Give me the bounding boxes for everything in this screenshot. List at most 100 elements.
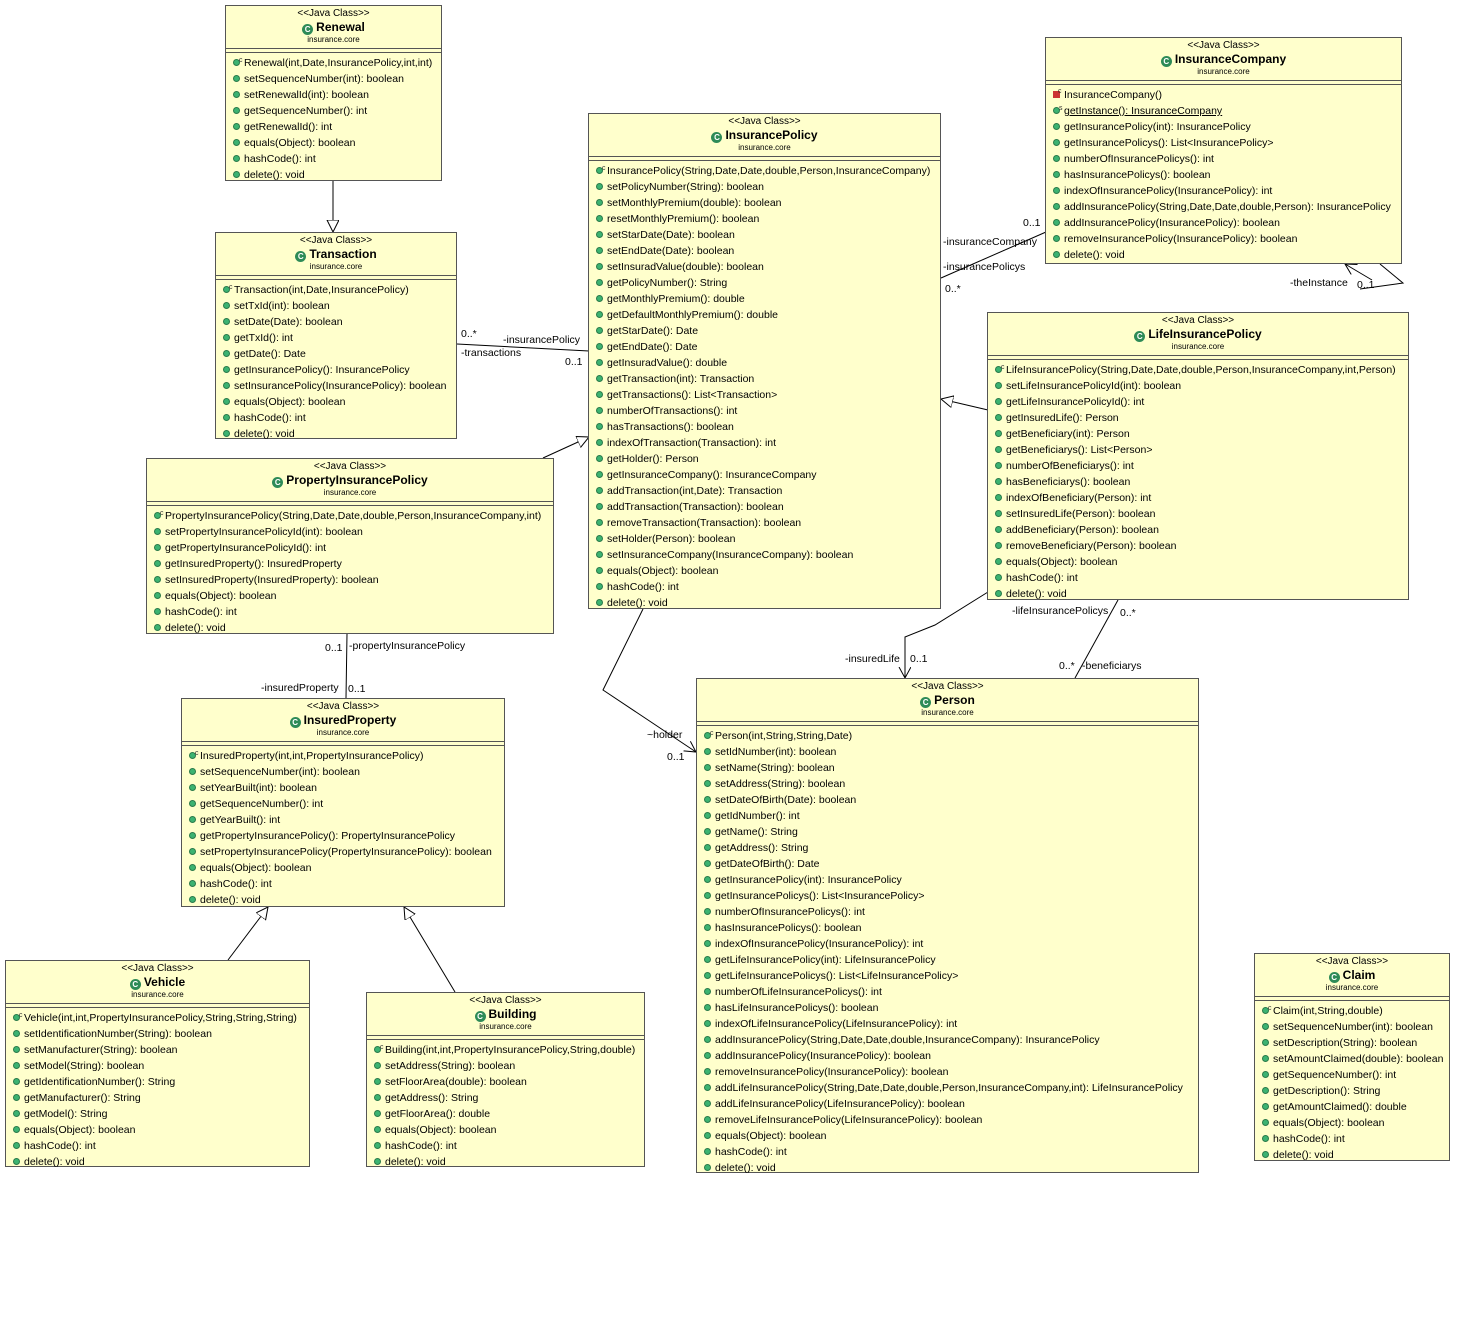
operation-row[interactable]: setRenewalId(int): boolean (226, 87, 441, 103)
operation-row[interactable]: equals(Object): boolean (216, 394, 456, 410)
operation-row[interactable]: numberOfLifeInsurancePolicys(): int (697, 984, 1198, 1000)
operation-row[interactable]: setAddress(String): boolean (697, 776, 1198, 792)
operation-row[interactable]: setStarDate(Date): boolean (589, 227, 940, 243)
operation-row[interactable]: getBeneficiary(int): Person (988, 426, 1408, 442)
operation-row[interactable]: getInsurancePolicys(): List<InsurancePol… (1046, 135, 1401, 151)
operation-row[interactable]: hashCode(): int (367, 1138, 644, 1154)
operation-row[interactable]: delete(): void (147, 620, 553, 636)
operation-row[interactable]: removeBeneficiary(Person): boolean (988, 538, 1408, 554)
operation-row[interactable]: Vehicle(int,int,PropertyInsurancePolicy,… (6, 1008, 309, 1026)
operation-row[interactable]: numberOfBeneficiarys(): int (988, 458, 1408, 474)
operation-row[interactable]: getDescription(): String (1255, 1083, 1449, 1099)
operation-row[interactable]: removeTransaction(Transaction): boolean (589, 515, 940, 531)
operation-row[interactable]: InsuredProperty(int,int,PropertyInsuranc… (182, 746, 504, 764)
operation-row[interactable]: addInsurancePolicy(String,Date,Date,doub… (697, 1032, 1198, 1048)
operation-row[interactable]: getInsuredLife(): Person (988, 410, 1408, 426)
class-vehicle[interactable]: <<Java Class>>CVehicleinsurance.coreVehi… (5, 960, 310, 1168)
operation-row[interactable]: numberOfInsurancePolicys(): int (1046, 151, 1401, 167)
operation-row[interactable]: setMonthlyPremium(double): boolean (589, 195, 940, 211)
operation-row[interactable]: getBeneficiarys(): List<Person> (988, 442, 1408, 458)
operation-row[interactable]: setDateOfBirth(Date): boolean (697, 792, 1198, 808)
operation-row[interactable]: Renewal(int,Date,InsurancePolicy,int,int… (226, 53, 441, 71)
operation-row[interactable]: removeLifeInsurancePolicy(LifeInsuranceP… (697, 1112, 1198, 1128)
operation-row[interactable]: getStarDate(): Date (589, 323, 940, 339)
operation-row[interactable]: getDefaultMonthlyPremium(): double (589, 307, 940, 323)
operation-row[interactable]: getTxId(): int (216, 330, 456, 346)
operation-row[interactable]: getRenewalId(): int (226, 119, 441, 135)
operation-row[interactable]: InsuranceCompany() (1046, 84, 1401, 103)
operation-row[interactable]: equals(Object): boolean (697, 1128, 1198, 1144)
operation-row[interactable]: equals(Object): boolean (367, 1122, 644, 1138)
operation-row[interactable]: getInsurancePolicy(int): InsurancePolicy (1046, 119, 1401, 135)
operation-row[interactable]: setSequenceNumber(int): boolean (226, 71, 441, 87)
operation-row[interactable]: numberOfTransactions(): int (589, 403, 940, 419)
operation-row[interactable]: getHolder(): Person (589, 451, 940, 467)
operation-row[interactable]: getSequenceNumber(): int (226, 103, 441, 119)
operation-row[interactable]: delete(): void (226, 167, 441, 183)
operation-row[interactable]: getModel(): String (6, 1106, 309, 1122)
operation-row[interactable]: getAddress(): String (697, 840, 1198, 856)
operation-row[interactable]: PropertyInsurancePolicy(String,Date,Date… (147, 506, 553, 524)
operation-row[interactable]: getIdNumber(): int (697, 808, 1198, 824)
class-renewal[interactable]: <<Java Class>>CRenewalinsurance.coreRene… (225, 5, 442, 181)
operation-row[interactable]: setInsuranceCompany(InsuranceCompany): b… (589, 547, 940, 563)
operation-row[interactable]: addInsurancePolicy(InsurancePolicy): boo… (697, 1048, 1198, 1064)
operation-row[interactable]: getInsurancePolicy(int): InsurancePolicy (697, 872, 1198, 888)
operation-row[interactable]: equals(Object): boolean (6, 1122, 309, 1138)
operation-row[interactable]: getAmountClaimed(): double (1255, 1099, 1449, 1115)
operation-row[interactable]: setAddress(String): boolean (367, 1058, 644, 1074)
operation-row[interactable]: getAddress(): String (367, 1090, 644, 1106)
operation-row[interactable]: setSequenceNumber(int): boolean (1255, 1019, 1449, 1035)
operation-row[interactable]: removeInsurancePolicy(InsurancePolicy): … (1046, 231, 1401, 247)
operation-row[interactable]: getInsuradValue(): double (589, 355, 940, 371)
operation-row[interactable]: getInsurancePolicys(): List<InsurancePol… (697, 888, 1198, 904)
operation-row[interactable]: setInsuradValue(double): boolean (589, 259, 940, 275)
operation-row[interactable]: equals(Object): boolean (988, 554, 1408, 570)
operation-row[interactable]: getInsuranceCompany(): InsuranceCompany (589, 467, 940, 483)
operation-row[interactable]: setInsuredProperty(InsuredProperty): boo… (147, 572, 553, 588)
operation-row[interactable]: setName(String): boolean (697, 760, 1198, 776)
operation-row[interactable]: getInsurancePolicy(): InsurancePolicy (216, 362, 456, 378)
operation-row[interactable]: addTransaction(int,Date): Transaction (589, 483, 940, 499)
operation-row[interactable]: equals(Object): boolean (1255, 1115, 1449, 1131)
operation-row[interactable]: getLifeInsurancePolicyId(): int (988, 394, 1408, 410)
operation-row[interactable]: addBeneficiary(Person): boolean (988, 522, 1408, 538)
operation-row[interactable]: Claim(int,String,double) (1255, 1001, 1449, 1019)
operation-row[interactable]: getDateOfBirth(): Date (697, 856, 1198, 872)
operation-row[interactable]: setManufacturer(String): boolean (6, 1042, 309, 1058)
operation-row[interactable]: addLifeInsurancePolicy(LifeInsurancePoli… (697, 1096, 1198, 1112)
operation-row[interactable]: hashCode(): int (147, 604, 553, 620)
operation-row[interactable]: setAmountClaimed(double): boolean (1255, 1051, 1449, 1067)
operation-row[interactable]: equals(Object): boolean (226, 135, 441, 151)
operation-row[interactable]: getLifeInsurancePolicys(): List<LifeInsu… (697, 968, 1198, 984)
operation-row[interactable]: setPropertyInsurancePolicyId(int): boole… (147, 524, 553, 540)
operation-row[interactable]: setSequenceNumber(int): boolean (182, 764, 504, 780)
operation-row[interactable]: getSequenceNumber(): int (1255, 1067, 1449, 1083)
operation-row[interactable]: hashCode(): int (988, 570, 1408, 586)
operation-row[interactable]: setLifeInsurancePolicyId(int): boolean (988, 378, 1408, 394)
operation-row[interactable]: getDate(): Date (216, 346, 456, 362)
operation-row[interactable]: setIdentificationNumber(String): boolean (6, 1026, 309, 1042)
operation-row[interactable]: delete(): void (216, 426, 456, 442)
operation-row[interactable]: getSequenceNumber(): int (182, 796, 504, 812)
operation-row[interactable]: indexOfInsurancePolicy(InsurancePolicy):… (1046, 183, 1401, 199)
operation-row[interactable]: getEndDate(): Date (589, 339, 940, 355)
operation-row[interactable]: hashCode(): int (6, 1138, 309, 1154)
operation-row[interactable]: setFloorArea(double): boolean (367, 1074, 644, 1090)
operation-row[interactable]: Person(int,String,String,Date) (697, 726, 1198, 744)
operation-row[interactable]: delete(): void (697, 1160, 1198, 1176)
operation-row[interactable]: setTxId(int): boolean (216, 298, 456, 314)
operation-row[interactable]: equals(Object): boolean (182, 860, 504, 876)
operation-row[interactable]: getInsuredProperty(): InsuredProperty (147, 556, 553, 572)
operation-row[interactable]: getTransactions(): List<Transaction> (589, 387, 940, 403)
operation-row[interactable]: hasLifeInsurancePolicys(): boolean (697, 1000, 1198, 1016)
operation-row[interactable]: indexOfBeneficiary(Person): int (988, 490, 1408, 506)
class-claim[interactable]: <<Java Class>>CClaiminsurance.coreClaim(… (1254, 953, 1450, 1161)
operation-row[interactable]: hashCode(): int (589, 579, 940, 595)
operation-row[interactable]: delete(): void (1255, 1147, 1449, 1163)
operation-row[interactable]: getManufacturer(): String (6, 1090, 309, 1106)
operation-row[interactable]: setInsurancePolicy(InsurancePolicy): boo… (216, 378, 456, 394)
